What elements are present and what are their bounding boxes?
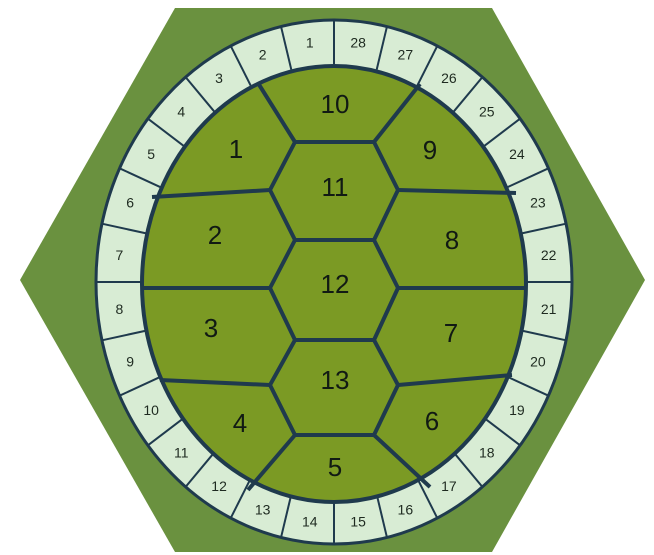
marginal-scute-label-23: 23 [530,194,546,210]
carapace: 10 11 12 13 5 1 2 3 4 9 8 7 6 [142,66,526,502]
scute-label-3: 3 [204,313,218,343]
marginal-scute-label-19: 19 [509,402,525,418]
marginal-scute-label-2: 2 [259,47,267,63]
marginal-scute-label-11: 11 [174,444,189,460]
marginal-scute-label-12: 12 [211,478,227,494]
marginal-scute-label-6: 6 [126,194,134,210]
marginal-scute-label-4: 4 [177,104,185,120]
marginal-scute-label-5: 5 [147,146,155,162]
scute-label-8: 8 [445,225,459,255]
scute-label-2: 2 [208,220,222,250]
marginal-scute-label-27: 27 [398,47,414,63]
marginal-scute-label-18: 18 [479,444,495,460]
marginal-scute-label-7: 7 [115,247,123,263]
scute-label-7: 7 [444,318,458,348]
scute-label-9: 9 [423,135,437,165]
marginal-scute-label-1: 1 [306,35,314,51]
marginal-scute-label-17: 17 [441,478,457,494]
marginal-scute-label-13: 13 [255,501,271,517]
scute-label-13: 13 [321,365,350,395]
marginal-scute-label-14: 14 [302,513,318,529]
scute-label-4: 4 [233,408,247,438]
marginal-scute-label-8: 8 [115,301,123,317]
scute-label-5: 5 [328,452,342,482]
scute-label-11: 11 [322,172,349,202]
marginal-scute-label-21: 21 [541,301,557,317]
marginal-scute-label-26: 26 [441,70,457,86]
marginal-scute-label-28: 28 [350,35,366,51]
marginal-scute-label-9: 9 [126,354,134,370]
scute-label-6: 6 [425,406,439,436]
marginal-scute-label-20: 20 [530,354,546,370]
marginal-scute-label-10: 10 [143,402,159,418]
marginal-scute-label-25: 25 [479,104,495,120]
scute-label-12: 12 [321,269,350,299]
marginal-scute-label-22: 22 [541,247,557,263]
scute-label-1: 1 [229,134,243,164]
marginal-scute-label-16: 16 [398,501,414,517]
marginal-scute-label-15: 15 [350,513,366,529]
marginal-scute-label-24: 24 [509,146,525,162]
scute-label-10: 10 [321,89,350,119]
marginal-scute-label-3: 3 [215,70,223,86]
